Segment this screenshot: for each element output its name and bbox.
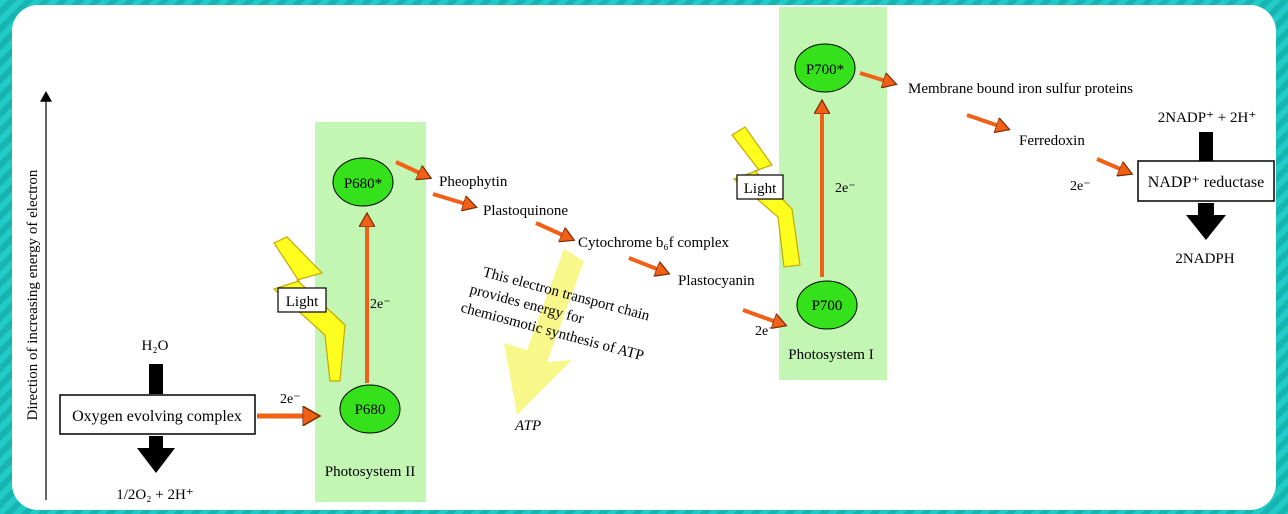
z-scheme-diagram: Direction of increasing energy of electr…: [25, 7, 1275, 503]
atp-product: ATP: [514, 418, 541, 434]
pheophytin-to-plastoquinone-arrow: [432, 192, 469, 205]
water-output-arrow: [137, 436, 175, 473]
photosystem-i-label: Photosystem I: [788, 347, 873, 363]
chain-step-iron-sulfur: Membrane bound iron sulfur proteins: [908, 81, 1133, 97]
water-input: H₂O: [142, 338, 169, 354]
p680-label: P680: [355, 402, 386, 418]
chain-step-plastoquinone: Plastoquinone: [483, 203, 568, 219]
p700-excited-label: P700*: [806, 62, 844, 78]
p700-node: [796, 280, 858, 330]
p700-excited-node: [794, 43, 856, 93]
water-electron-label: 2e⁻: [280, 392, 301, 407]
nadp-output: 2NADPH: [1175, 251, 1234, 267]
p700-to-iron-sulfur-arrow: [859, 71, 889, 82]
chain-step-pheophytin: Pheophytin: [439, 174, 508, 190]
oxygen-evolving-complex-label: Oxygen evolving complex: [72, 408, 242, 425]
psii-light-bolt: Light: [272, 236, 346, 382]
psi-light-bolt: Light: [731, 126, 801, 268]
psii-electron-label: 2e⁻: [370, 297, 391, 312]
cytochrome-to-plastocyanin-arrow: [628, 256, 662, 271]
psi-electron-label: 2e⁻: [835, 181, 856, 196]
diagram-panel: Direction of increasing energy of electr…: [12, 5, 1276, 510]
energy-axis: Direction of increasing energy of electr…: [25, 91, 52, 500]
nadp-arrow-shaft: [1199, 132, 1213, 162]
psii-light-label: Light: [286, 294, 319, 310]
iron-sulfur-to-ferredoxin-arrow: [966, 113, 1002, 127]
psii-light-box: [277, 287, 327, 313]
water-output: 1/2O₂ + 2H⁺: [116, 487, 193, 503]
p680-excited-label: P680*: [344, 176, 382, 192]
p680-excited-node: [332, 157, 394, 207]
h2o-arrow-shaft: [149, 364, 163, 394]
nadp-electron-label: 2e⁻: [1070, 179, 1091, 194]
nadp-input: 2NADP⁺ + 2H⁺: [1158, 110, 1256, 126]
atp-arrow: [504, 249, 584, 415]
nadp-reductase-box: [1137, 160, 1275, 202]
chain-step-ferredoxin: Ferredoxin: [1019, 133, 1085, 149]
chain-step-cytochrome: Cytochrome b₆f complex: [578, 235, 730, 251]
p680-node: [339, 384, 401, 434]
psi-light-label: Light: [744, 181, 777, 197]
psi-light-box: [736, 174, 784, 200]
oxygen-evolving-complex-box: [59, 394, 256, 435]
chain-step-plastocyanin: Plastocyanin: [678, 273, 755, 289]
nadp-output-arrow: [1186, 203, 1226, 240]
plastocyanin-electron-label: 2e⁻: [755, 324, 776, 339]
ferredoxin-to-nadp-arrow: [1096, 157, 1125, 171]
photosystem-ii-label: Photosystem II: [325, 464, 415, 480]
axis-label: Direction of increasing energy of electr…: [25, 169, 41, 420]
p680-to-pheophytin-arrow: [395, 160, 424, 175]
p700-label: P700: [812, 298, 843, 314]
plastoquinone-to-cytochrome-arrow: [535, 221, 567, 237]
plastocyanin-to-p700-arrow: [742, 308, 779, 323]
nadp-reductase-label: NADP⁺ reductase: [1148, 174, 1264, 191]
